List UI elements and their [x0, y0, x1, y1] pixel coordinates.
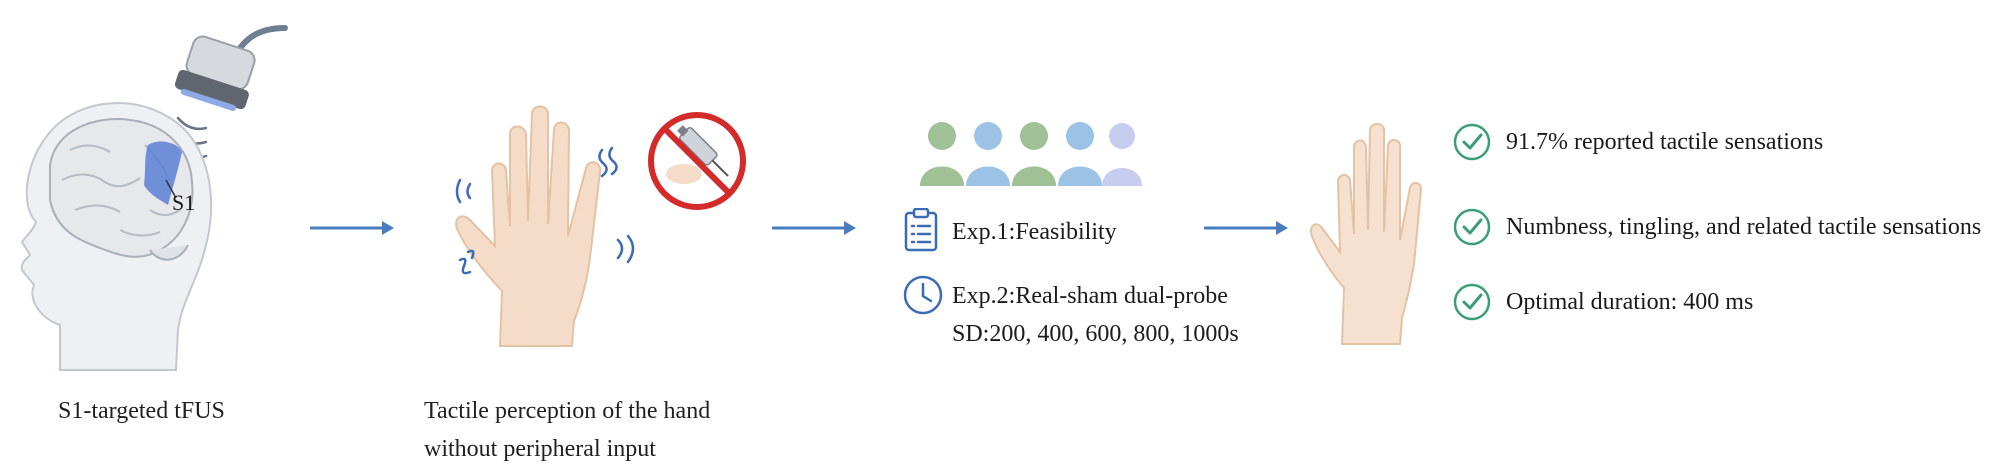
no-needle-prohibition-icon — [648, 112, 746, 210]
experiment-2-label: Exp.2:Real-sham dual-probe — [952, 283, 1228, 309]
check-icon-3 — [1453, 283, 1491, 321]
result-line-1: 91.7% reported tactile sensations — [1506, 129, 1824, 155]
result-hand-illustration — [1310, 123, 1423, 345]
cerebellum — [149, 244, 189, 261]
check-icon-2 — [1453, 208, 1491, 246]
vibration-marks-icon — [455, 146, 635, 275]
ultrasound-probe-icon — [174, 35, 256, 112]
open-hand-illustration — [455, 105, 602, 347]
result-line-3: Optimal duration: 400 ms — [1506, 289, 1754, 315]
result-line-2: Numbness, tingling, and related tactile … — [1506, 214, 1982, 240]
flow-arrow-3 — [1204, 221, 1288, 235]
flow-arrow-1 — [310, 221, 394, 235]
panel1-caption: S1-targeted tFUS — [58, 398, 225, 424]
panel2-caption-line1: Tactile perception of the hand — [424, 398, 711, 424]
check-icon-1 — [1453, 123, 1491, 161]
experiment-1-label: Exp.1:Feasibility — [952, 219, 1117, 245]
head-with-tfus-probe-illustration: S1 — [20, 25, 288, 371]
flow-arrow-2 — [772, 221, 856, 235]
panel2-caption-line2: without peripheral input — [424, 436, 656, 462]
s1-label-pointer — [165, 179, 177, 199]
participants-group-icon — [920, 122, 1142, 186]
experiment-2-durations: SD:200, 400, 600, 800, 1000s — [952, 321, 1239, 347]
clipboard-icon — [904, 208, 938, 252]
s1-region-highlight — [144, 141, 182, 205]
clock-icon — [903, 275, 943, 315]
s1-region-label: S1 — [172, 190, 195, 215]
